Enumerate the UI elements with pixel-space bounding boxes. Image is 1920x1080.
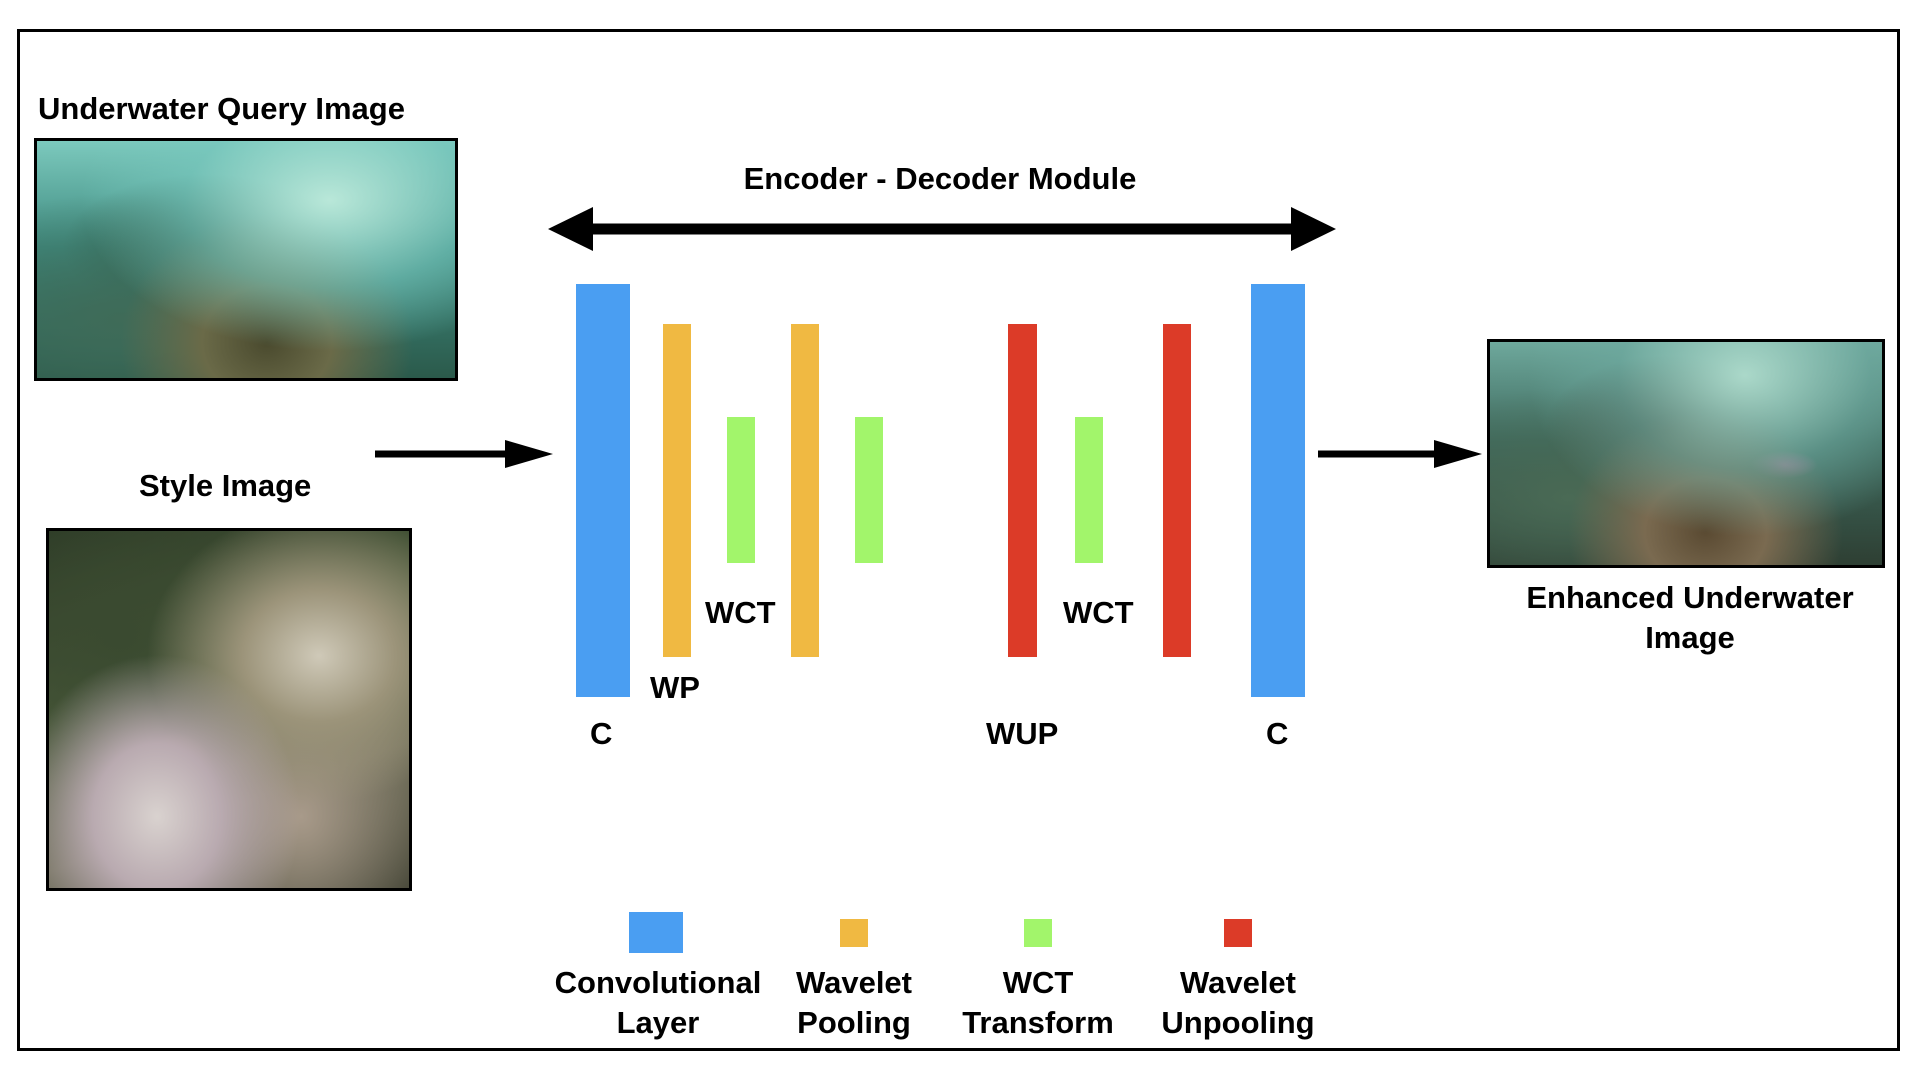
double-arrow	[548, 207, 1336, 251]
label-c-right: C	[1266, 716, 1289, 751]
enhanced-title-line2: Image	[1645, 620, 1735, 655]
label-wup: WUP	[986, 716, 1059, 751]
module-title: Encoder - Decoder Module	[743, 161, 1137, 196]
legend-label-unpool: Wavelet Unpooling	[1143, 963, 1333, 1043]
conv-layer-bar-left	[576, 284, 630, 697]
legend-wct-line1: WCT	[1002, 965, 1074, 1000]
legend-pool-line2: Pooling	[797, 1005, 911, 1040]
legend-conv-line1: Convolutional	[554, 965, 762, 1000]
legend-label-wct: WCT Transform	[938, 963, 1138, 1043]
legend-unpool-line2: Unpooling	[1161, 1005, 1315, 1040]
wct-bar-2	[855, 417, 883, 563]
legend-unpool-line1: Wavelet	[1179, 965, 1296, 1000]
label-wct-right: WCT	[1063, 595, 1134, 630]
enhanced-underwater-image	[1487, 339, 1885, 568]
label-wct-left: WCT	[705, 595, 776, 630]
label-wp: WP	[650, 670, 700, 705]
legend-swatch-wct	[1024, 919, 1052, 947]
legend-label-conv: Convolutional Layer	[548, 963, 768, 1043]
legend-pool-line1: Wavelet	[795, 965, 912, 1000]
style-image	[46, 528, 412, 891]
output-arrow	[1318, 440, 1482, 468]
legend-swatch-unpool	[1224, 919, 1252, 947]
wavelet-unpooling-bar-1	[1008, 324, 1037, 657]
figure-frame	[17, 29, 1900, 1051]
enhanced-image-title: Enhanced Underwater Image	[1495, 578, 1885, 658]
input-arrow	[375, 440, 553, 468]
conv-layer-bar-right	[1251, 284, 1305, 697]
legend-conv-line2: Layer	[616, 1005, 700, 1040]
legend-swatch-pool	[840, 919, 868, 947]
wct-bar-1	[727, 417, 755, 563]
legend-wct-line2: Transform	[962, 1005, 1114, 1040]
wavelet-pooling-bar-1	[663, 324, 691, 657]
wct-bar-3	[1075, 417, 1103, 563]
legend-label-pool: Wavelet Pooling	[764, 963, 944, 1043]
wavelet-pooling-bar-2	[791, 324, 819, 657]
underwater-query-image	[34, 138, 458, 381]
wavelet-unpooling-bar-2	[1163, 324, 1191, 657]
query-image-title: Underwater Query Image	[38, 91, 405, 126]
label-c-left: C	[590, 716, 613, 751]
style-image-title: Style Image	[139, 468, 312, 503]
enhanced-title-line1: Enhanced Underwater	[1526, 580, 1854, 615]
legend-swatch-conv	[629, 912, 683, 953]
